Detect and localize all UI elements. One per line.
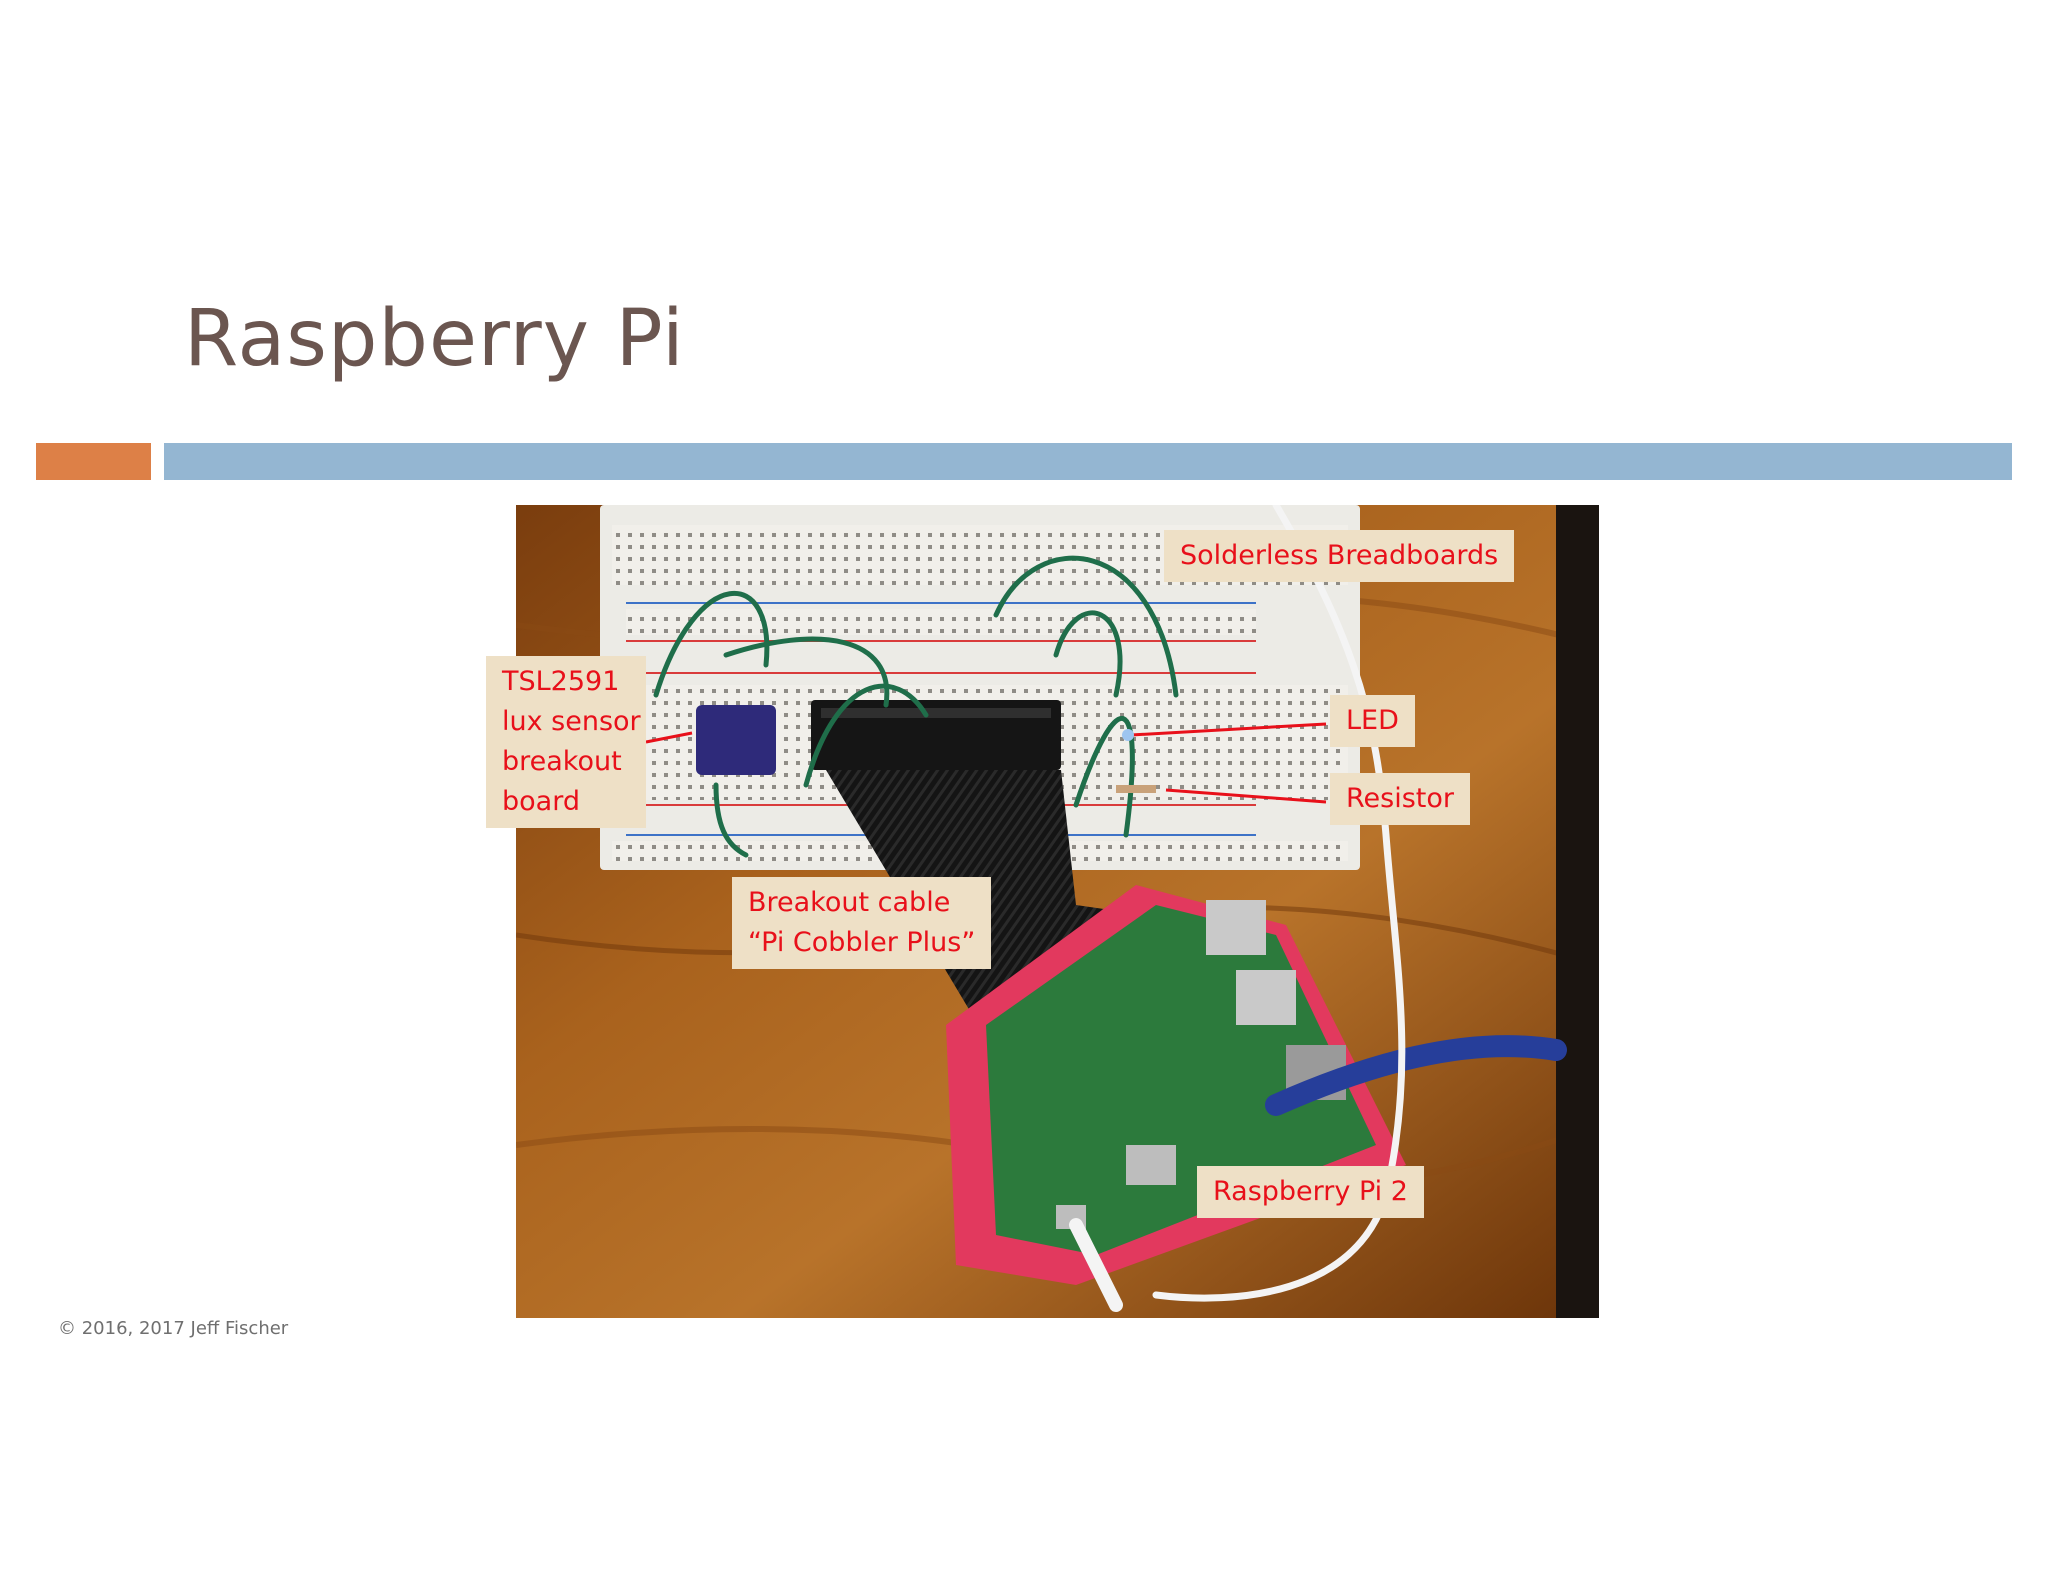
callout-resistor-text: Resistor [1346, 783, 1454, 814]
slide-title: Raspberry Pi [184, 294, 685, 384]
breadboard [600, 505, 1360, 870]
usb-power-cable [1152, 505, 1406, 1302]
circuit-photo-illustration [516, 505, 1599, 1318]
jumper-wires [653, 555, 1179, 858]
ethernet-cable [1265, 1035, 1567, 1116]
callout-resistor: Resistor [1330, 773, 1470, 825]
led [1122, 729, 1134, 741]
callout-breakout-cable: Breakout cable “Pi Cobbler Plus” [732, 877, 992, 969]
resistor [1116, 785, 1156, 793]
callout-breadboards: Solderless Breadboards [1164, 530, 1515, 582]
callout-led: LED [1330, 695, 1415, 747]
callout-pointers [645, 722, 1327, 804]
callout-breadboards-text: Solderless Breadboards [1180, 540, 1499, 571]
accent-bar-orange [36, 443, 151, 480]
callout-cable-line-1: Breakout cable [748, 887, 951, 918]
callout-led-text: LED [1346, 705, 1399, 736]
copyright-footer: © 2016, 2017 Jeff Fischer [58, 1318, 289, 1339]
circuit-photo: Solderless Breadboards LED Resistor Brea… [516, 505, 1599, 1318]
callout-sensor-line-3: breakout [502, 746, 622, 777]
callout-sensor-line-2: lux sensor [502, 706, 641, 737]
callout-sensor-line-4: board [502, 786, 580, 817]
callout-raspberry-pi: Raspberry Pi 2 [1197, 1166, 1424, 1218]
callout-raspberry-pi-text: Raspberry Pi 2 [1213, 1176, 1408, 1207]
accent-bar-blue [164, 443, 2012, 480]
lux-sensor-board [696, 705, 776, 775]
callout-sensor-line-1: TSL2591 [502, 666, 620, 697]
callout-lux-sensor: TSL2591 lux sensor breakout board [486, 656, 646, 828]
callout-cable-line-2: “Pi Cobbler Plus” [748, 927, 976, 958]
